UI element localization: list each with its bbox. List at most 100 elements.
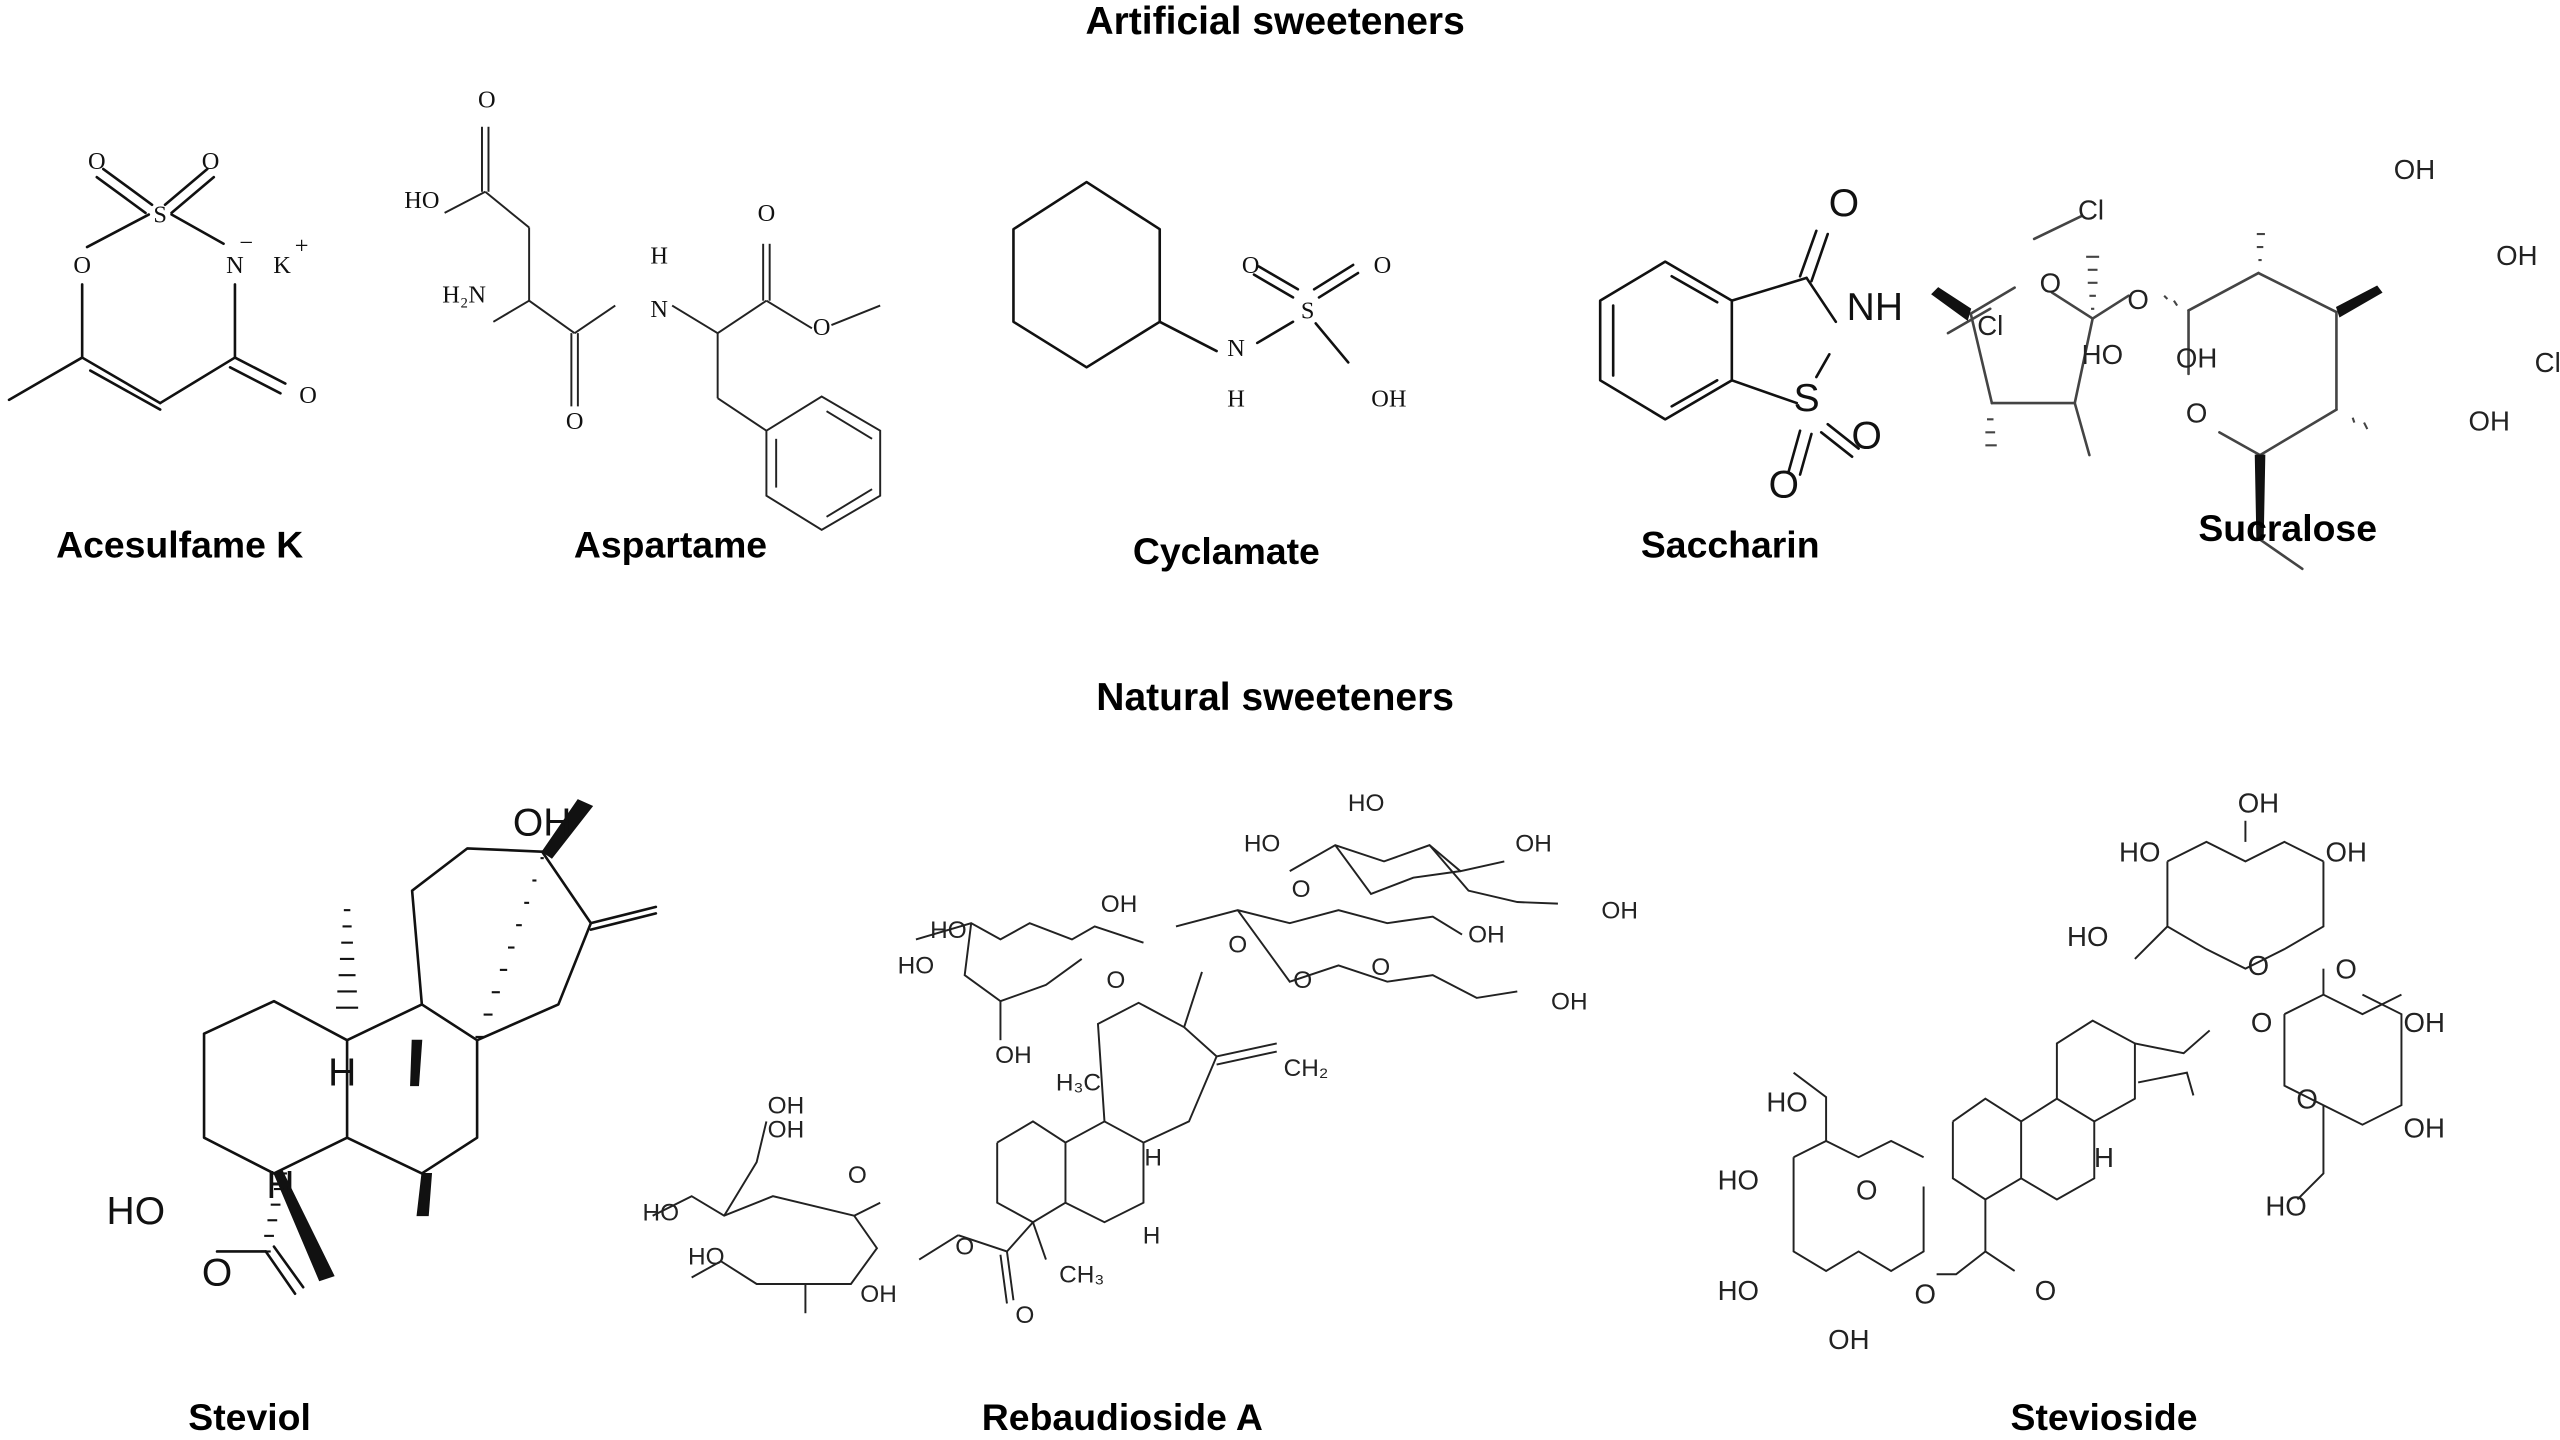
atom-label: H₂N — [442, 281, 486, 308]
atom-label: HO — [930, 917, 967, 944]
atom-label: O — [2248, 950, 2269, 981]
bonds — [202, 847, 658, 1296]
atom-label: NH — [1847, 286, 1903, 329]
atom-label: HO — [107, 1190, 166, 1233]
atom-label: OH — [2468, 406, 2509, 437]
atom-label: HO — [898, 953, 935, 980]
atom-label: HO — [2119, 836, 2160, 867]
compound-name-saccharin: Saccharin — [1641, 523, 1820, 565]
atom-label: H — [1143, 1222, 1161, 1249]
atom-label: HO — [688, 1243, 725, 1270]
atom-label: HO — [1766, 1087, 1807, 1118]
atom-label: O — [2035, 1275, 2056, 1306]
atom-label: H — [650, 242, 668, 269]
atom-label: O — [2186, 398, 2207, 429]
atom-label: OH — [2394, 154, 2435, 185]
atom-label: HO — [1348, 790, 1385, 817]
atom-label: OH — [2325, 836, 2366, 867]
atom-label: OH — [1601, 897, 1638, 924]
atom-label: N — [650, 296, 668, 323]
atom-label: Cl — [2535, 347, 2560, 378]
atom-label: HO — [2067, 921, 2108, 952]
atom-label: O — [2296, 1083, 2317, 1114]
compound-name-rebaudioside-a: Rebaudioside A — [982, 1396, 1263, 1438]
heading-natural-sweeteners: Natural sweeteners — [1096, 676, 1454, 719]
atom-label: OH — [768, 1092, 805, 1119]
atom-label: OH — [860, 1281, 897, 1308]
atom-label: O — [955, 1234, 974, 1261]
atom-label: HO — [2082, 339, 2123, 370]
bonds — [444, 126, 882, 531]
atom-label: O — [2251, 1007, 2272, 1038]
atom-label: HO — [642, 1200, 679, 1227]
atom-label: O — [1292, 876, 1311, 903]
atom-label: CH₃ — [1059, 1261, 1104, 1288]
atom-label: O — [2040, 268, 2061, 299]
compound-name-aspartame: Aspartame — [574, 523, 767, 565]
atom-label: O — [813, 314, 831, 341]
atom-label: OH — [2403, 1007, 2444, 1038]
compound-name-sucralose: Sucralose — [2198, 507, 2377, 549]
bonds — [7, 167, 287, 411]
atom-label: O — [202, 1252, 232, 1295]
atom-label: H — [328, 1052, 356, 1095]
atom-label: OH — [2496, 240, 2537, 271]
wedge-bond — [273, 1169, 335, 1282]
atom-label: O — [1829, 182, 1859, 225]
atom-label: H — [1144, 1144, 1162, 1171]
compound-name-cyclamate: Cyclamate — [1133, 530, 1320, 572]
atom-label: O — [758, 200, 776, 227]
atom-label: CH₂ — [1284, 1055, 1329, 1082]
bonds — [652, 844, 1558, 1314]
compound-name-acesulfame-k: Acesulfame K — [56, 523, 303, 565]
wedge-bond — [541, 799, 594, 859]
atom-label: HO — [1718, 1165, 1759, 1196]
atom-label: OH — [2176, 342, 2217, 373]
atom-label: HO — [1718, 1275, 1759, 1306]
compound-name-steviol: Steviol — [188, 1396, 311, 1438]
atom-label: OH — [1515, 831, 1552, 858]
atom-label: O — [1015, 1302, 1034, 1329]
wedge-bond — [410, 1039, 423, 1087]
atom-label: OH — [1468, 922, 1505, 949]
atom-label: OH — [2403, 1113, 2444, 1144]
atom-label: O — [202, 148, 220, 175]
atom-label: O — [73, 252, 91, 279]
atom-label: N — [226, 252, 244, 279]
compound-name-stevioside: Stevioside — [2011, 1396, 2198, 1438]
atom-label: O — [1106, 967, 1125, 994]
atom-label: H — [2094, 1142, 2114, 1173]
atom-label: O — [1856, 1174, 1877, 1205]
atom-label: Cl — [2078, 194, 2104, 225]
atom-label: O — [2127, 284, 2148, 315]
atom-label: − — [239, 229, 253, 256]
atom-label: OH — [1828, 1324, 1869, 1355]
atom-label: O — [566, 408, 584, 435]
atom-label: Cl — [1977, 310, 2003, 341]
atom-label: K — [273, 252, 291, 279]
atom-label: OH — [1101, 891, 1138, 918]
atom-label: OH — [995, 1042, 1032, 1069]
atom-label: O — [1914, 1278, 1935, 1309]
atom-label: S — [1301, 298, 1315, 325]
atom-label: S — [1794, 377, 1820, 420]
wedge-bond — [2335, 285, 2383, 318]
atom-label: O — [299, 382, 317, 409]
atom-label: OH — [768, 1117, 805, 1144]
atom-label: O — [848, 1162, 867, 1189]
atom-label: OH — [2238, 788, 2279, 819]
atom-label: H — [266, 1164, 294, 1207]
wedge-bond — [2254, 454, 2266, 540]
atom-label: O — [2335, 953, 2356, 984]
atom-label: O — [1374, 252, 1392, 279]
bonds — [1792, 820, 2403, 1276]
atom-label: O — [1293, 967, 1312, 994]
atom-label: HO — [404, 187, 439, 214]
